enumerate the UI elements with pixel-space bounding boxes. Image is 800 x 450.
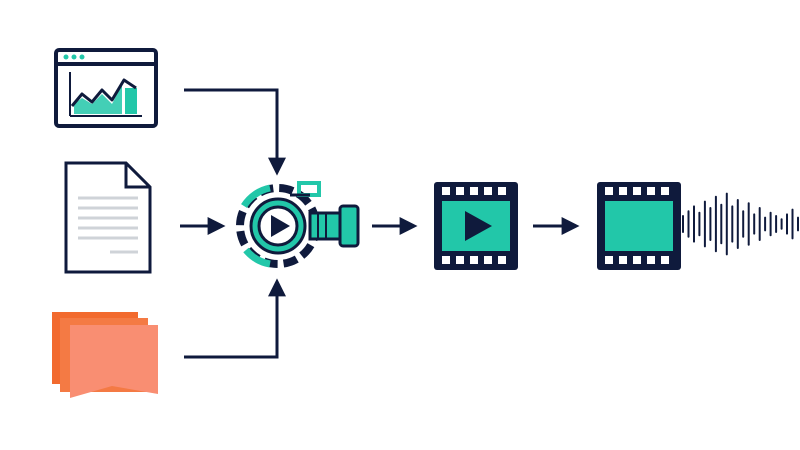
document-icon [64, 161, 152, 274]
film-audio-waveform-icon [597, 182, 799, 270]
browser-chart-icon [54, 48, 158, 128]
slides-stack-icon [52, 312, 158, 398]
audio-waveform [682, 192, 799, 256]
video-processor-icon [236, 181, 360, 268]
connector-top [184, 88, 286, 176]
connector-bottom [184, 278, 286, 359]
video-film-play-icon [434, 182, 518, 270]
